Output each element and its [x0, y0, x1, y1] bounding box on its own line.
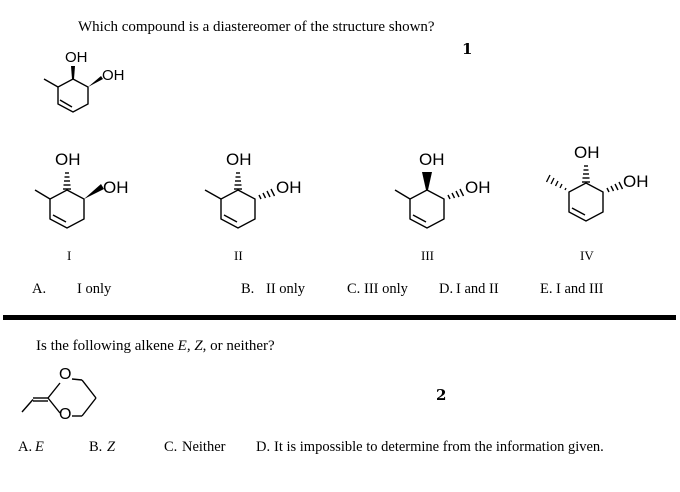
- question-2-number: 2: [436, 386, 447, 404]
- q2-option-b-letter: B.: [89, 439, 103, 455]
- question-1-prompt: Which compound is a diastereomer of the …: [78, 19, 435, 35]
- z-italic: Z: [194, 338, 203, 354]
- q2-option-c-letter: C.: [164, 439, 178, 455]
- structure-ii-label: II: [234, 248, 243, 263]
- q1-option-b-letter: B.: [241, 281, 255, 297]
- q2-option-d-letter: D.: [256, 439, 271, 455]
- structure-iii-oh-top: OH: [419, 150, 445, 169]
- structure-iii-label: III: [421, 248, 434, 263]
- q2-option-d-text[interactable]: It is impossible to determine from the i…: [274, 439, 604, 455]
- q2-option-a-text[interactable]: E: [35, 439, 44, 455]
- q1-option-a-letter: A.: [32, 281, 47, 297]
- q1-option-e-text[interactable]: I and III: [556, 281, 604, 297]
- q1-option-c-letter: C.: [347, 281, 361, 297]
- question-1-number: 1: [462, 40, 473, 58]
- structure-i-oh-top: OH: [55, 150, 81, 169]
- ring-oxygen-top: O: [59, 366, 72, 383]
- q2-option-c-text[interactable]: Neither: [182, 439, 226, 455]
- q1-option-e-letter: E.: [540, 281, 553, 297]
- structure-ii-oh-right: OH: [276, 178, 302, 197]
- ring-oxygen-bottom: O: [59, 406, 72, 423]
- q1-option-b-text[interactable]: II only: [266, 281, 306, 297]
- structure-ii-oh-top: OH: [226, 150, 252, 169]
- structure-i-oh-right: OH: [103, 178, 129, 197]
- question-2-prompt: Is the following alkene E, Z, or neither…: [36, 338, 275, 354]
- q1-option-d-text[interactable]: I and II: [456, 281, 499, 297]
- structure-iv-label: IV: [580, 248, 594, 263]
- structure-iii-oh-right: OH: [465, 178, 491, 197]
- q2-option-a-letter: A.: [18, 439, 33, 455]
- q1-option-d-letter: D.: [439, 281, 454, 297]
- given-oh-top: OH: [65, 49, 88, 66]
- question-divider: [3, 315, 676, 320]
- e-italic: E: [177, 338, 187, 354]
- q1-option-c-text[interactable]: III only: [364, 281, 408, 297]
- structure-iv-oh-right: OH: [623, 172, 649, 191]
- given-oh-right: OH: [102, 67, 125, 84]
- structure-iv-oh-top: OH: [574, 143, 600, 162]
- q1-option-a-text[interactable]: I only: [77, 281, 112, 297]
- q2-option-b-text[interactable]: Z: [107, 439, 116, 455]
- structure-i-label: I: [67, 248, 72, 263]
